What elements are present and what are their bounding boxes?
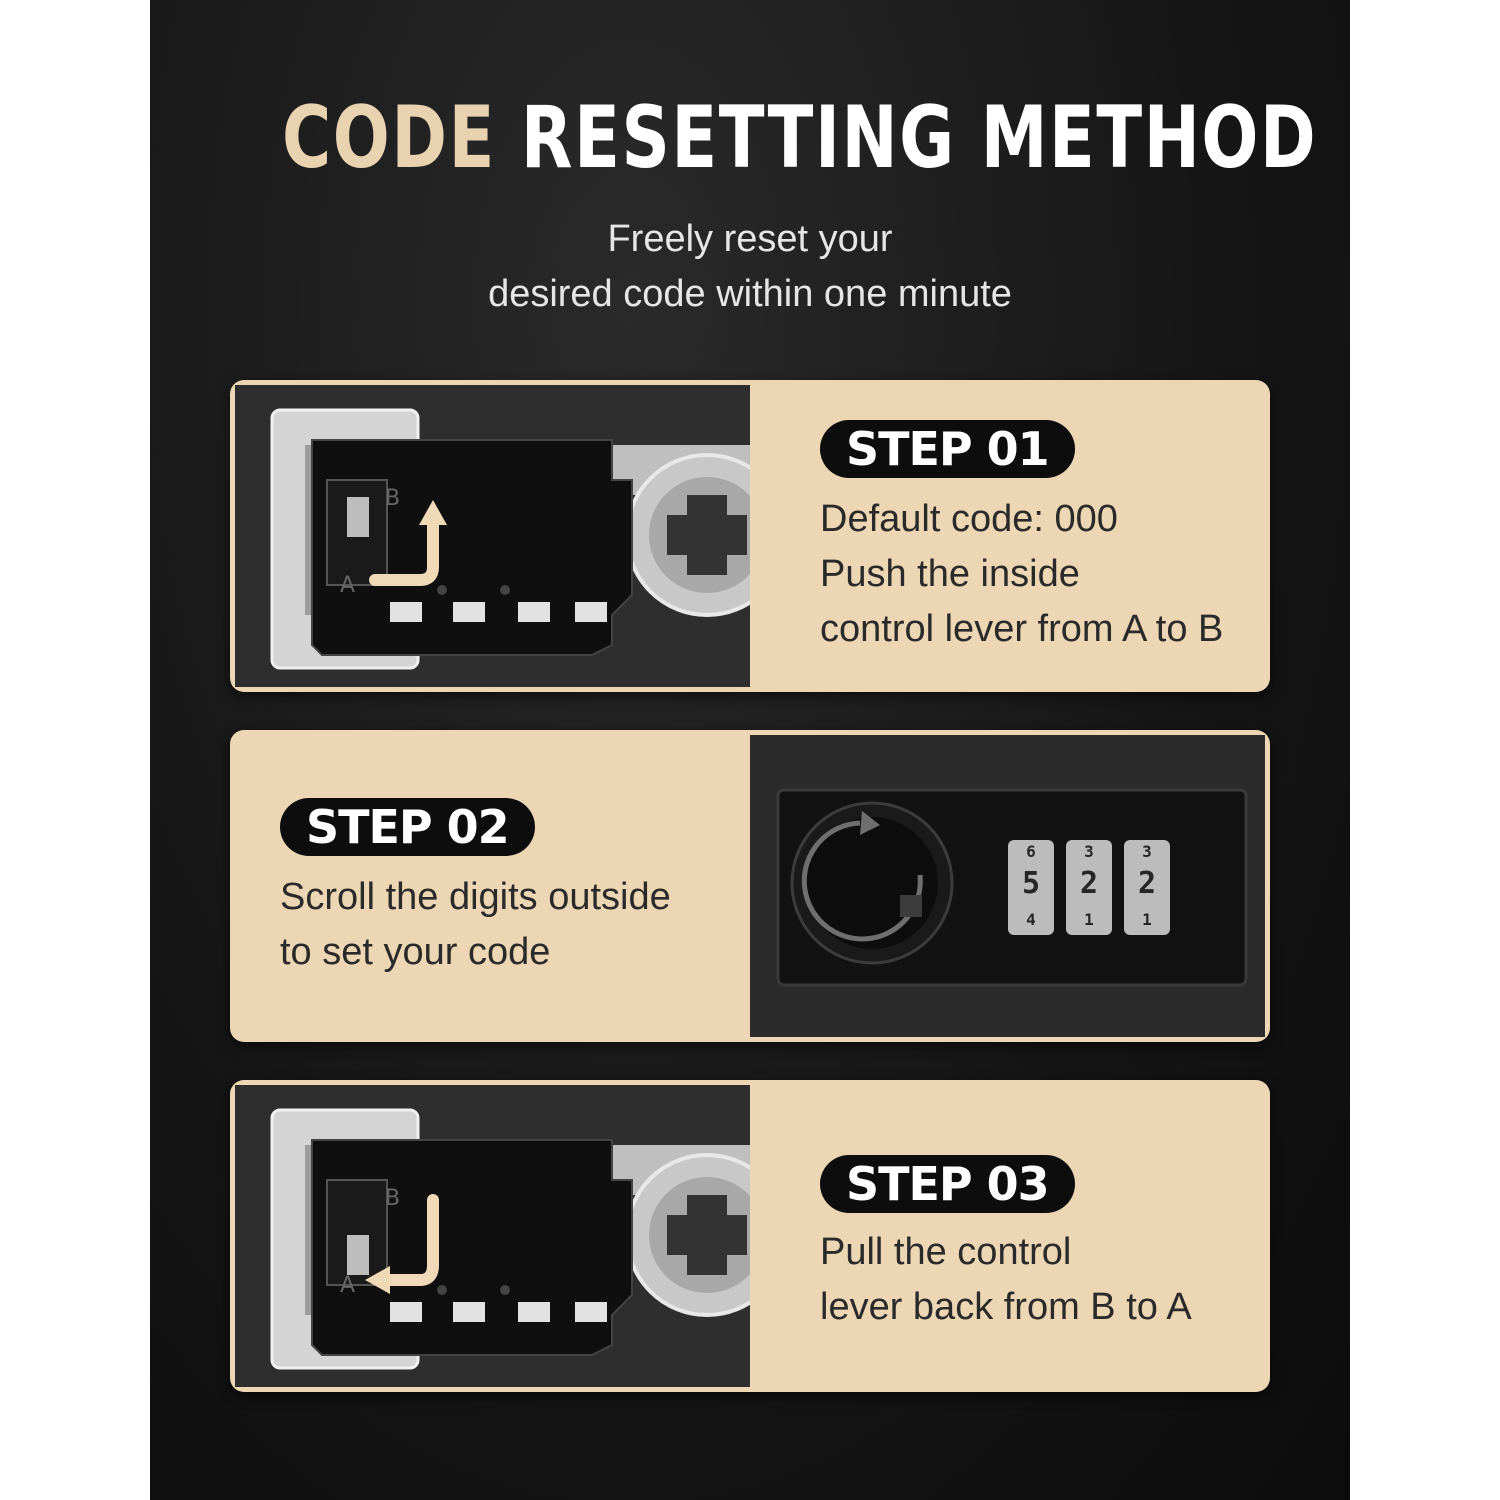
title-rest: RESETTING METHOD [520, 88, 1318, 188]
step-line: lever back from B to A [820, 1286, 1192, 1328]
step-badge: STEP 02 [280, 798, 535, 856]
digit-wheels [1008, 840, 1170, 935]
lock-interior-photo: B A [235, 385, 750, 687]
step-line: Pull the control [820, 1231, 1072, 1273]
step-line: Default code: 000 [820, 498, 1118, 540]
down-left-arrow-icon [365, 1194, 439, 1294]
rotate-arrow-icon [801, 811, 923, 942]
wheel-digit: 1 [1084, 910, 1094, 929]
step-badge: STEP 01 [820, 420, 1075, 478]
step-line: to set your code [280, 931, 551, 973]
wheel-digit: 3 [1084, 842, 1094, 861]
lock-exterior-photo: 6 5 4 3 2 1 3 2 1 [750, 735, 1265, 1037]
wheel-digit: 5 [1022, 866, 1040, 901]
page-title: CODE RESETTING METHOD [282, 88, 1316, 188]
step-line: Scroll the digits outside [280, 876, 671, 918]
wheel-digit: 6 [1026, 842, 1036, 861]
label-a: A [340, 1273, 355, 1298]
wheel-digit: 1 [1142, 910, 1152, 929]
label-a: A [340, 573, 355, 598]
lock-interior-photo: B A [235, 1085, 750, 1387]
wheel-digit: 2 [1080, 866, 1098, 901]
subtitle: Freely reset your desired code within on… [150, 212, 1350, 322]
step-description: Scroll the digits outside to set your co… [280, 870, 671, 980]
lock-exterior-illustration: 6 5 4 3 2 1 3 2 1 [750, 735, 1265, 1037]
step-card-2: STEP 02 Scroll the digits outside to set… [230, 730, 1270, 1042]
step-description: Pull the control lever back from B to A [820, 1225, 1192, 1335]
step-badge: STEP 03 [820, 1155, 1075, 1213]
step-line: control lever from A to B [820, 608, 1224, 650]
step-description: Default code: 000 Push the inside contro… [820, 492, 1223, 657]
label-b: B [385, 486, 400, 511]
title-accent: CODE [282, 88, 497, 188]
step-card-1: B A STEP 01 Default code: 000 Push the i… [230, 380, 1270, 692]
wheel-digit: 2 [1138, 866, 1156, 901]
step-line: Push the inside [820, 553, 1080, 595]
subtitle-line: desired code within one minute [488, 273, 1012, 315]
wheel-digit: 3 [1142, 842, 1152, 861]
lock-interior-illustration: B A [235, 385, 750, 687]
lock-interior-illustration: B A [235, 1085, 750, 1387]
subtitle-line: Freely reset your [607, 218, 893, 260]
wheel-digit: 4 [1026, 910, 1036, 929]
up-arrow-icon [369, 500, 447, 586]
step-card-3: B A STEP 03 Pull the control lever back … [230, 1080, 1270, 1392]
main-panel: CODE RESETTING METHOD Freely reset your … [150, 0, 1350, 1500]
label-b: B [385, 1186, 400, 1211]
